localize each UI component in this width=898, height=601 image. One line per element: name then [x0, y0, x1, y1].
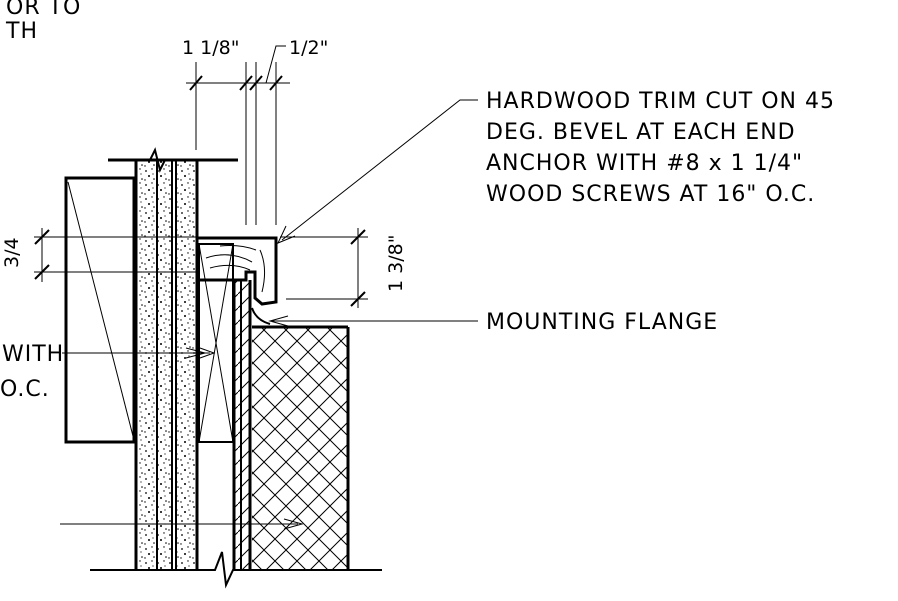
partial-note-top-line2: TH — [5, 19, 38, 44]
trim-note: HARDWOOD TRIM CUT ON 45 DEG. BEVEL AT EA… — [276, 89, 835, 244]
wood-blocking — [190, 243, 234, 443]
flange-note: MOUNTING FLANGE — [268, 310, 718, 335]
right-dimension: 1 3/8" — [280, 228, 407, 308]
dim-label-1-1-8: 1 1/8" — [182, 37, 239, 59]
insulation-panel — [251, 307, 350, 570]
left-casing-block — [64, 176, 136, 444]
partial-note-left: WITH O.C. — [0, 342, 207, 402]
mounting-flange-curve — [251, 307, 271, 325]
dim-label-1-2: 1/2" — [289, 37, 328, 59]
trim-note-line4: WOOD SCREWS AT 16" O.C. — [486, 182, 815, 207]
wall-layers — [60, 147, 304, 570]
left-dimension: 3/4 — [1, 228, 197, 282]
partial-note-top: OR TO TH — [5, 0, 81, 44]
trim-leader-line — [281, 99, 478, 241]
flange-note-label: MOUNTING FLANGE — [486, 310, 718, 335]
partial-note-top-line1: OR TO — [6, 0, 81, 20]
flange-leader-arrow — [268, 315, 289, 327]
partial-note-left-line1: WITH — [2, 342, 64, 367]
bottom-break-line — [90, 551, 382, 589]
partial-note-left-line2: O.C. — [0, 377, 50, 402]
plywood-layer — [232, 280, 252, 570]
top-dimensions: 1 1/8" 1/2" — [182, 37, 328, 225]
trim-leader-arrow — [276, 225, 296, 244]
dim-label-1-3-8: 1 3/8" — [385, 235, 407, 292]
trim-note-line2: DEG. BEVEL AT EACH END — [486, 120, 796, 145]
hardwood-trim — [195, 236, 278, 306]
trim-note-line3: ANCHOR WITH #8 x 1 1/4" — [486, 151, 803, 176]
trim-note-line1: HARDWOOD TRIM CUT ON 45 — [486, 89, 835, 114]
dim-label-3-4: 3/4 — [1, 237, 23, 268]
